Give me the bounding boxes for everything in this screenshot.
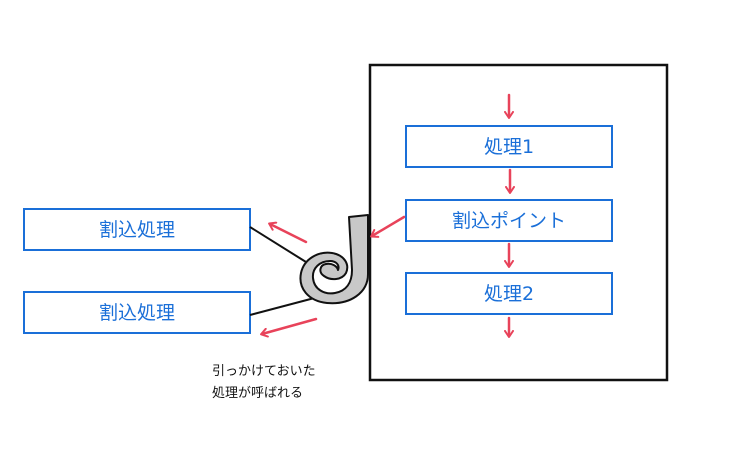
interrupt-point-label: 割込ポイント bbox=[452, 210, 566, 232]
arrow-left-icon bbox=[268, 221, 308, 244]
flow-arrows bbox=[504, 93, 515, 338]
step1-label: 処理1 bbox=[484, 136, 534, 158]
step2-box bbox=[405, 272, 613, 315]
hook-icon bbox=[299, 214, 369, 305]
rope-bottom bbox=[249, 295, 323, 316]
handler-label-bottom: 割込処理 bbox=[99, 302, 175, 324]
arrow-left-icon bbox=[260, 317, 318, 338]
rope-top bbox=[249, 226, 307, 263]
interrupt-point-box bbox=[405, 199, 613, 242]
arrow-left-icon bbox=[370, 215, 406, 238]
handler-label-top: 割込処理 bbox=[99, 219, 175, 241]
handler-box-bottom bbox=[23, 291, 251, 334]
note-line1: 引っかけておいた bbox=[212, 364, 316, 379]
note-line2: 処理が呼ばれる bbox=[212, 386, 303, 401]
handler-box-top bbox=[23, 208, 251, 251]
step1-box bbox=[405, 125, 613, 168]
step2-label: 処理2 bbox=[484, 283, 534, 305]
process-frame bbox=[368, 63, 669, 382]
